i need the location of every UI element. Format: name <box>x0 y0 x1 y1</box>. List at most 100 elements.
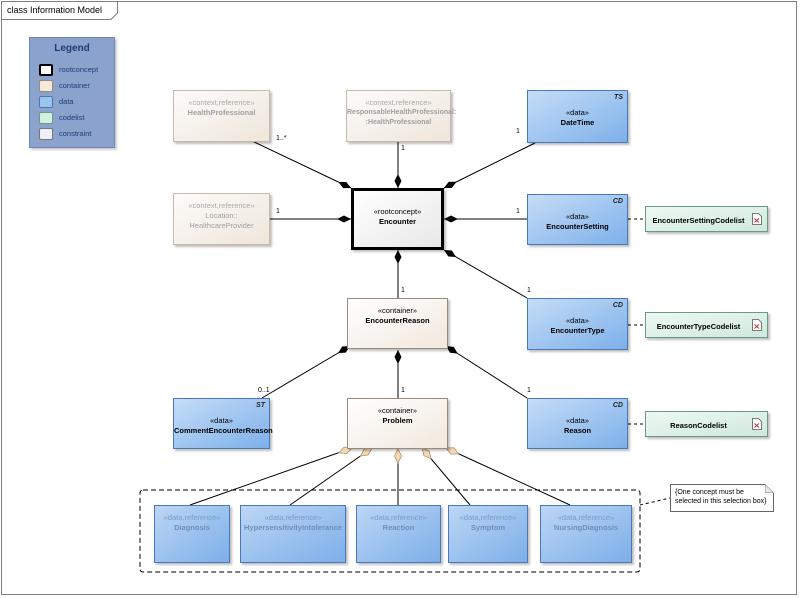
stereotype-label: «context,reference» <box>188 201 255 210</box>
legend-label: constraint <box>59 129 92 138</box>
link-diagnosis-problem <box>189 446 353 506</box>
stereotype-label: «data,reference» <box>459 513 517 522</box>
class-name: ResponsableHealthProfessional: <box>347 109 457 116</box>
stereotype-label: «data» <box>566 416 589 425</box>
datatype-tag: CD <box>612 302 623 309</box>
class-symptom[interactable]: «data,reference» Symptom <box>448 505 528 563</box>
stereotype-label: «data,reference» <box>557 513 615 522</box>
class-name: Reaction <box>382 523 415 532</box>
legend-swatch-rootconcept <box>39 64 53 76</box>
codelist-label: EncounterTypeCodelist <box>656 322 741 331</box>
multiplicity-datetime: 1 <box>516 128 520 135</box>
legend-label: data <box>59 97 74 106</box>
codelist-encounter-setting[interactable]: EncounterSettingCodelist <box>645 206 768 232</box>
note-fold-corner <box>765 484 774 493</box>
codelist-reason[interactable]: ReasonCodelist <box>645 411 768 437</box>
datatype-tag: CD <box>612 402 623 409</box>
link-symptom-problem <box>421 447 471 506</box>
stereotype-label: «data» <box>566 108 589 117</box>
class-encounter-reason[interactable]: «container» EncounterReason <box>347 298 448 349</box>
selection-box <box>139 489 641 573</box>
class-name: Encounter <box>378 217 417 226</box>
stereotype-label: «rootconcept» <box>373 207 422 216</box>
note-text: {One concept must be selected in this se… <box>675 489 767 505</box>
class-nursing-diagnosis[interactable]: «data,reference» NursingDiagnosis <box>540 505 632 563</box>
multiplicity-setting: 1 <box>516 208 520 215</box>
class-encounter-type[interactable]: CD «data» EncounterType <box>527 298 628 350</box>
class-name: Problem <box>382 416 413 425</box>
legend-swatch-data <box>39 96 53 108</box>
class-name: DateTime <box>560 118 595 127</box>
stereotype-label: «container» <box>377 406 418 415</box>
link-reason-encounterreason <box>445 345 528 399</box>
link-datetime-encounter <box>443 142 536 189</box>
datatype-tag: CD <box>612 198 623 205</box>
multiplicity-healthprofessional: 1..* <box>276 135 287 142</box>
stereotype-label: «data,reference» <box>264 513 322 522</box>
codelist-label: ReasonCodelist <box>670 421 727 430</box>
legend-title: Legend <box>54 43 90 54</box>
multiplicity-responsable: 1 <box>401 145 405 152</box>
multiplicity-problem: 1 <box>401 387 405 394</box>
frame-title-tab: class Information Model <box>1 1 118 20</box>
class-hypersensitivity-intolerance[interactable]: «data,reference» HypersensitivityIntoler… <box>240 505 346 563</box>
link-nursingdiagnosis-problem <box>445 447 571 506</box>
stereotype-label: «container» <box>377 306 418 315</box>
legend-label: container <box>59 81 90 90</box>
link-note-selectionbox <box>639 497 671 506</box>
frame-title: class Information Model <box>7 5 103 15</box>
class-name-type: :HealthProfessional <box>365 119 432 126</box>
stereotype-label: «context,reference» <box>188 98 255 107</box>
stereotype-label: «data,reference» <box>163 513 221 522</box>
datatype-tag: ST <box>256 402 265 409</box>
class-name: HypersensitivityIntolerance <box>244 523 342 532</box>
class-problem[interactable]: «container» Problem <box>347 398 448 449</box>
datatype-tag: TS <box>614 94 623 101</box>
class-diagnosis[interactable]: «data,reference» Diagnosis <box>154 505 230 563</box>
class-encounter-setting[interactable]: CD «data» EncounterSetting <box>527 194 628 245</box>
class-name-type: HealthcareProvider <box>189 221 254 230</box>
legend-swatch-codelist <box>39 112 53 124</box>
class-name: CommentEncounterReason <box>174 426 273 435</box>
class-name: HealthProfessional <box>187 108 256 117</box>
stereotype-label: «data,reference» <box>370 513 427 522</box>
legend-label: rootconcept <box>59 65 99 74</box>
class-reason[interactable]: CD «data» Reason <box>527 398 628 449</box>
class-health-professional[interactable]: «context,reference» HealthProfessional <box>173 90 270 142</box>
stereotype-label: «data» <box>566 316 589 325</box>
codelist-label: EncounterSettingCodelist <box>652 216 745 225</box>
class-name: Diagnosis <box>174 523 210 532</box>
class-name: EncounterType <box>550 326 605 335</box>
class-responsable-health-professional[interactable]: «context,reference» ResponsableHealthPro… <box>346 90 457 142</box>
link-comment-encounterreason <box>261 345 351 399</box>
class-encounter[interactable]: «rootconcept» Encounter <box>351 188 444 250</box>
link-hypersensitivity-problem <box>289 447 373 506</box>
codelist-encounter-type[interactable]: EncounterTypeCodelist <box>645 312 768 338</box>
multiplicity-reason: 1 <box>527 387 531 394</box>
document-icon <box>752 418 762 430</box>
class-name: NursingDiagnosis <box>553 523 619 532</box>
multiplicity-type: 1 <box>527 287 531 294</box>
link-type-encounter <box>443 249 528 299</box>
multiplicity-location: 1 <box>276 208 280 215</box>
class-name: EncounterReason <box>365 316 430 325</box>
document-icon <box>752 319 762 331</box>
class-date-time[interactable]: TS «data» DateTime <box>527 90 628 143</box>
document-icon <box>752 213 762 225</box>
class-name: Location:: <box>205 211 238 220</box>
constraint-note[interactable]: {One concept must be selected in this se… <box>670 484 774 512</box>
class-comment-encounter-reason[interactable]: ST «data» CommentEncounterReason <box>173 398 273 449</box>
class-reaction[interactable]: «data,reference» Reaction <box>356 505 441 563</box>
stereotype-label: «data» <box>566 212 589 221</box>
multiplicity-comment: 0..1 <box>258 387 270 394</box>
class-name: EncounterSetting <box>546 222 609 231</box>
legend: Legend rootconcept container data codeli… <box>29 37 115 148</box>
class-location[interactable]: «context,reference» Location:: Healthcar… <box>173 193 270 245</box>
stereotype-label: «context,reference» <box>365 98 432 107</box>
class-name: Symptom <box>470 523 506 532</box>
legend-swatch-constraint <box>39 128 53 140</box>
multiplicity-encounterreason: 1 <box>401 287 405 294</box>
legend-swatch-container <box>39 80 53 92</box>
